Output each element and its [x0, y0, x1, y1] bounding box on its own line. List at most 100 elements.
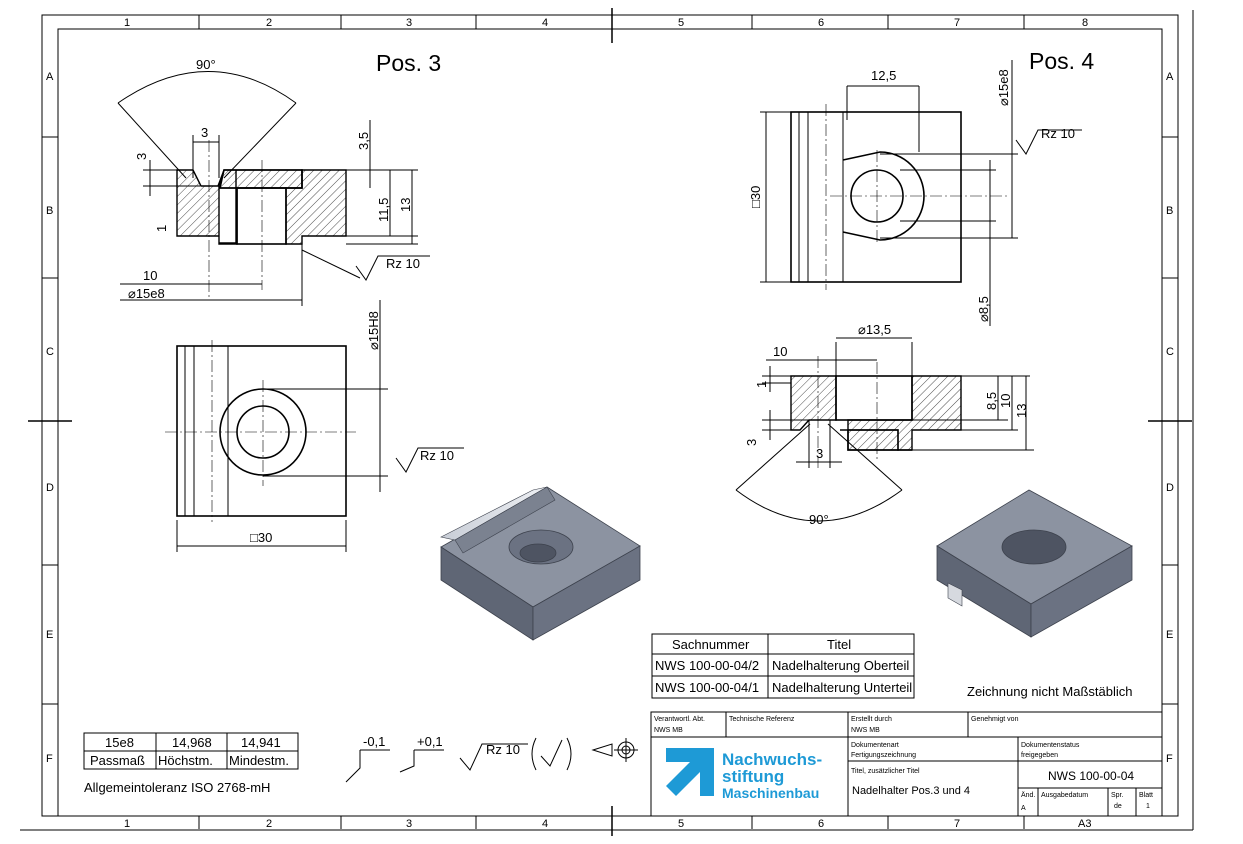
pos3-dim-11-5: 11,5 [376, 198, 391, 222]
fit-cell: 14,968 [172, 735, 212, 750]
col-label: 2 [266, 818, 272, 830]
fit-table: 15e8 14,968 14,941 Passmaß Höchstm. Mind… [83, 732, 299, 770]
pos3-dim-1: 1 [154, 225, 169, 232]
tb-resp-label: Verantwortl. Abt. [654, 716, 705, 723]
pos3-plan-view: ⌀15H8 Rz 10 □30 [165, 300, 464, 552]
tb-resp-value: NWS MB [654, 727, 683, 734]
pos4-dim-10: 10 [773, 344, 787, 359]
col-label: 3 [406, 818, 412, 830]
rz-symbol-label: Rz 10 [486, 742, 520, 757]
tb-lang-label: Spr. [1111, 792, 1124, 799]
row-label: E [1166, 629, 1173, 641]
tb-docnumber: NWS 100-00-04 [1048, 769, 1134, 783]
row-label: E [46, 629, 53, 641]
tb-created-value: NWS MB [851, 727, 880, 734]
nachwuchsstiftung-logo: Nachwuchs- stiftung Maschinenbau [666, 748, 822, 801]
tb-lang-value: de [1114, 803, 1122, 810]
row-label: F [1166, 753, 1173, 765]
fit-cell: Passmaß [90, 753, 145, 768]
pos4-angle: 90° [809, 512, 829, 527]
row-label: C [1166, 346, 1174, 358]
col-label: 4 [542, 818, 548, 830]
pos3-rz-section: Rz 10 [386, 256, 420, 271]
pos4-dim-12-5: 12,5 [871, 68, 896, 83]
col-label: 6 [818, 818, 824, 830]
col-label: 7 [954, 17, 960, 29]
zone-ticks [28, 8, 1192, 836]
pos4-dim-1: 1 [754, 381, 769, 388]
tol-minus: -0,1 [363, 734, 385, 749]
title-block: Verantwortl. Abt. NWS MB Technische Refe… [650, 711, 1163, 817]
col-label: 7 [954, 818, 960, 830]
parts-row-title: Nadelhalterung Unterteil [772, 680, 912, 695]
pos3-angle: 90° [196, 57, 216, 72]
parts-header-title: Titel [827, 637, 851, 652]
tb-docstatus-value: freigegeben [1021, 752, 1058, 759]
tb-approved-label: Genehmigt von [971, 716, 1019, 723]
col-label: 5 [678, 818, 684, 830]
pos4-dim-dia15e8: ⌀15e8 [996, 69, 1011, 106]
pos3-dim-10: 10 [143, 268, 157, 283]
row-label: F [46, 753, 53, 765]
tb-title-value: Nadelhalter Pos.3 und 4 [852, 785, 970, 797]
pos3-iso-view [440, 486, 641, 641]
col-label: 5 [678, 17, 684, 29]
col-label: 6 [818, 17, 824, 29]
zone-labels: 1 2 3 4 5 6 7 8 1 2 3 4 5 6 7 A3 A B C D… [46, 17, 1174, 830]
tb-techref-label: Technische Referenz [729, 716, 795, 723]
inner-frame [57, 28, 1163, 817]
pos3-dim-square30: □30 [250, 530, 272, 545]
logo-line3: Maschinenbau [722, 785, 819, 801]
pos3-dim-13: 13 [398, 198, 413, 212]
parts-row-number: NWS 100-00-04/1 [655, 680, 759, 695]
pos4-dim-3-left: 3 [744, 439, 759, 446]
tb-sheet-value: 1 [1146, 803, 1150, 810]
fit-cell: 14,941 [241, 735, 281, 750]
parts-header-number: Sachnummer [672, 637, 750, 652]
pos3-dim-3-5: 3,5 [356, 132, 371, 150]
pos4-plan-view: 12,5 ⌀15e8 Rz 10 □30 ⌀8,5 [748, 60, 1082, 326]
pos3-title: Pos. 3 [376, 50, 441, 76]
pos4-dim-3-bottom: 3 [816, 446, 823, 461]
row-label: D [46, 482, 54, 494]
pos3-dim-3-top: 3 [201, 125, 208, 140]
pos4-dim-dia13-5: ⌀13,5 [858, 322, 891, 337]
tb-sheet-label: Blatt [1139, 792, 1153, 799]
row-label: D [1166, 482, 1174, 494]
tb-rev-value: A [1021, 805, 1026, 812]
pos3-dim-3-left: 3 [134, 153, 149, 160]
tb-date-label: Ausgabedatum [1041, 792, 1088, 799]
pos3-rz-plan: Rz 10 [420, 448, 454, 463]
logo-line1: Nachwuchs- [722, 750, 822, 769]
col-label: 8 [1082, 17, 1088, 29]
pos3-section-view: 90° 3 3 3,5 11,5 13 1 10 ⌀15e8 Rz 10 [117, 57, 430, 306]
col-label: 3 [406, 17, 412, 29]
pos4-dim-dia8-5: ⌀8,5 [976, 296, 991, 322]
fit-cell: Höchstm. [158, 753, 213, 768]
logo-line2: stiftung [722, 767, 784, 786]
tb-addtitle-label: Titel, zusätzlicher Titel [851, 768, 920, 775]
parts-row-number: NWS 100-00-04/2 [655, 658, 759, 673]
row-label: A [1166, 71, 1174, 83]
col-label: 1 [124, 818, 130, 830]
pos4-section-view: ⌀13,5 10 1 8,5 10 13 3 3 90° [735, 322, 1034, 527]
tb-rev-label: Änd. [1021, 791, 1035, 799]
parts-table: Sachnummer Titel NWS 100-00-04/2 Nadelha… [651, 633, 915, 699]
general-tolerance: Allgemeintoleranz ISO 2768-mH [84, 780, 270, 795]
tb-doctype-label: Dokumentenart [851, 742, 899, 749]
row-label: A [46, 71, 54, 83]
symbols-legend: -0,1 +0,1 Rz 10 [345, 734, 638, 783]
pos4-iso-view [936, 489, 1133, 638]
row-label: C [46, 346, 54, 358]
fit-cell: 15e8 [105, 735, 134, 750]
col-label: 1 [124, 17, 130, 29]
pos4-dim-square30: □30 [748, 186, 763, 208]
format-label: A3 [1078, 818, 1091, 830]
scale-note: Zeichnung nicht Maßstäblich [967, 684, 1132, 699]
pos4-rz-plan: Rz 10 [1041, 126, 1075, 141]
pos4-title: Pos. 4 [1029, 48, 1094, 74]
fit-cell: Mindestm. [229, 753, 289, 768]
tb-created-label: Erstellt durch [851, 716, 892, 723]
tb-doctype-value: Fertigungszeichnung [851, 752, 916, 759]
tol-plus: +0,1 [417, 734, 443, 749]
